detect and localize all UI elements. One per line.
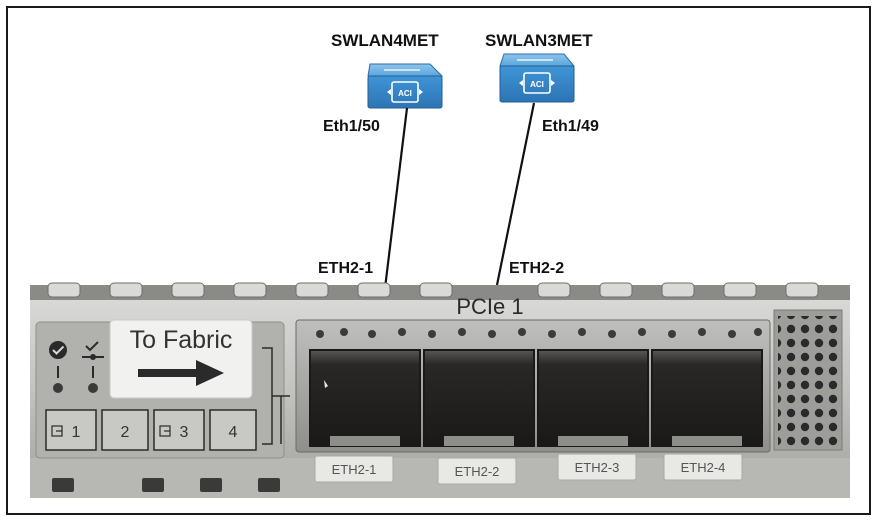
switch-port-eth1-50: Eth1/50	[323, 118, 380, 135]
port-label-eth2-1: ETH2-1	[332, 462, 377, 477]
switch-swlan3met: ACI	[499, 53, 576, 103]
switch-name-swlan4met: SWLAN4MET	[331, 31, 439, 50]
port-tab-1: 1	[72, 424, 81, 441]
pcie-card: To Fabric 1 2 3 4	[30, 282, 850, 498]
port-label-eth2-4: ETH2-4	[681, 460, 726, 475]
arrow-right-icon	[138, 360, 224, 386]
port-tab-2: 2	[121, 424, 130, 441]
sfp-port-eth2-4	[651, 349, 763, 447]
port-labels: ETH2-1 ETH2-2 ETH2-3 ETH2-4	[314, 453, 743, 485]
svg-text:ACI: ACI	[398, 89, 412, 98]
aci-switch-icon: ACI	[387, 81, 423, 103]
port-tab-3: 3	[180, 424, 189, 441]
beacon-icon	[82, 341, 104, 393]
to-fabric-label	[109, 319, 253, 399]
card-fingers	[47, 282, 819, 298]
check-circle-icon	[49, 341, 67, 393]
cable-eth2-1-to-eth1-50	[383, 107, 409, 289]
port-label-eth2-3: ETH2-3	[575, 460, 620, 475]
sfp-port-eth2-1	[309, 349, 421, 447]
cable-label-eth2-2: ETH2-2	[509, 260, 565, 277]
cable-eth2-2-to-eth1-49	[495, 102, 536, 286]
svg-text:ACI: ACI	[530, 80, 544, 89]
port-link-icon	[51, 425, 63, 437]
cable-label-eth2-1: ETH2-1	[318, 260, 374, 277]
port-link-icon	[159, 425, 171, 437]
sfp-port-eth2-3	[537, 349, 649, 447]
port-tab-4: 4	[229, 424, 238, 441]
port-label-eth2-2: ETH2-2	[455, 464, 500, 479]
switch-swlan4met: ACI	[367, 63, 444, 109]
aci-switch-icon: ACI	[519, 72, 555, 94]
port-tabs: 1 2 3 4	[45, 409, 257, 451]
to-fabric-text: To Fabric	[130, 326, 233, 354]
sfp-port-eth2-2	[423, 349, 535, 447]
pcie-slot-label: PCIe 1	[456, 294, 523, 319]
switch-name-swlan3met: SWLAN3MET	[485, 31, 593, 50]
switch-port-eth1-49: Eth1/49	[542, 118, 599, 135]
